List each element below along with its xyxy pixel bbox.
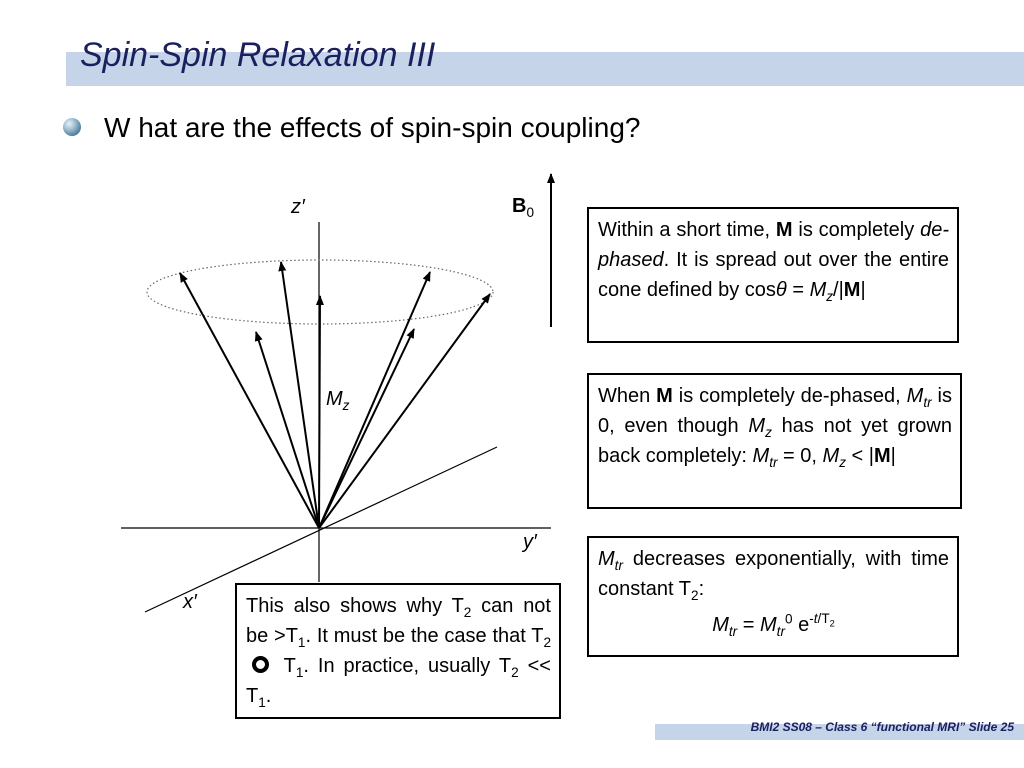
decay-formula: Mtr = Mtr0 e-t/T2 [712, 611, 835, 639]
exponential-decay-box: Mtr decreases exponentially, with time c… [587, 536, 959, 657]
spin-vector [318, 293, 491, 529]
mz-vector [315, 295, 324, 529]
slide-title: Spin-Spin Relaxation III [80, 36, 436, 74]
y-axis-label: y′ [523, 531, 537, 553]
x-axis [144, 446, 498, 613]
spin-vector [318, 271, 431, 529]
bullet-text: W hat are the effects of spin-spin coupl… [104, 112, 641, 143]
mz-label: Mz [326, 388, 350, 413]
t2-t1-note-box: This also shows why T2 can not be >T1. I… [235, 583, 561, 719]
b0-label: B0 [512, 195, 535, 220]
ring-symbol-icon [252, 656, 269, 673]
dephased-note-box: Within a short time, M is completely de-… [587, 207, 959, 343]
mtr-zero-note-box: When M is completely de-phased, Mtr is 0… [587, 373, 962, 509]
spin-vector [179, 272, 320, 529]
slide-footer: BMI2 SS08 – Class 6 “functional MRI” Sli… [750, 720, 1014, 734]
spin-vector [318, 328, 415, 529]
spin-vectors [179, 261, 491, 529]
spin-vector [254, 331, 320, 529]
x-axis-label: x′ [183, 591, 197, 613]
z-axis-label: z′ [291, 196, 305, 218]
footer-bar [655, 724, 1024, 740]
bullet-icon [63, 118, 81, 136]
title-bar [66, 52, 1024, 86]
spin-vector [278, 261, 320, 529]
